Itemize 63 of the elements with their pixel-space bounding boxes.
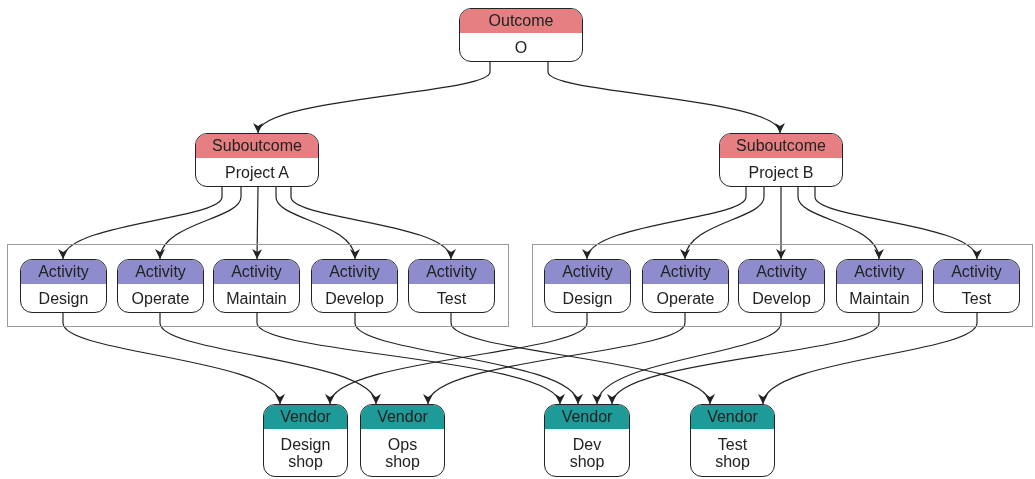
arrow — [585, 186, 747, 260]
card-header: Activity — [409, 260, 494, 284]
rounded-card — [311, 259, 398, 313]
rounded-card — [360, 404, 445, 477]
card-header: Activity — [643, 260, 728, 284]
arrow — [681, 186, 765, 260]
card-header: Vendor — [264, 405, 347, 429]
card-label: Maintain — [849, 289, 910, 307]
rounded-card — [642, 259, 729, 313]
rounded-card — [544, 259, 631, 313]
card-label: Operate — [656, 289, 715, 307]
rounded-card — [544, 404, 630, 477]
rounded-card — [738, 259, 825, 313]
rounded-card — [459, 8, 583, 62]
card-header: Activity — [21, 260, 106, 284]
card-label: Develop — [752, 289, 811, 307]
arrow — [797, 186, 883, 260]
card-header: Activity — [739, 260, 824, 284]
rounded-card — [213, 259, 300, 313]
card-label: Design — [562, 289, 613, 307]
card-label: Design — [38, 289, 89, 307]
group-frame — [532, 244, 1033, 327]
card-label: Test shop — [714, 435, 751, 470]
group-frame — [7, 244, 509, 327]
card-header: Activity — [934, 260, 1019, 284]
card-label: Operate — [131, 289, 190, 307]
arrow — [776, 186, 786, 260]
card-header: Activity — [837, 260, 922, 284]
card-label: Design shop — [279, 435, 332, 470]
card-header: Activity — [118, 260, 203, 284]
card-header: Vendor — [361, 405, 444, 429]
card-header: Suboutcome — [720, 134, 842, 158]
card-header: Activity — [312, 260, 397, 284]
card-label: Test — [436, 289, 467, 307]
rounded-card — [836, 259, 923, 313]
arrow — [252, 186, 263, 260]
card-label: Ops shop — [384, 435, 421, 470]
arrow — [156, 186, 242, 260]
rounded-card — [20, 259, 107, 313]
card-header: Activity — [545, 260, 630, 284]
rounded-card — [117, 259, 204, 313]
rounded-card — [719, 133, 843, 187]
card-header: Vendor — [691, 405, 774, 429]
rounded-card — [195, 133, 319, 187]
rounded-card — [263, 404, 348, 477]
card-header: Activity — [214, 260, 299, 284]
card-label: Project A — [225, 163, 289, 181]
arrow — [814, 186, 979, 260]
card-label: Project B — [748, 163, 814, 181]
rounded-card — [933, 259, 1020, 313]
rounded-card — [408, 259, 495, 313]
rounded-card — [690, 404, 775, 477]
card-label: Test — [961, 289, 992, 307]
arrow — [275, 186, 359, 260]
card-header: Vendor — [545, 405, 629, 429]
card-label: Dev shop — [568, 435, 606, 470]
card-label: O — [514, 38, 528, 56]
card-label: Maintain — [226, 289, 287, 307]
card-label: Develop — [325, 289, 384, 307]
card-header: Outcome — [460, 9, 582, 33]
arrow — [61, 186, 223, 260]
arrow — [290, 186, 453, 260]
card-header: Suboutcome — [196, 134, 318, 158]
